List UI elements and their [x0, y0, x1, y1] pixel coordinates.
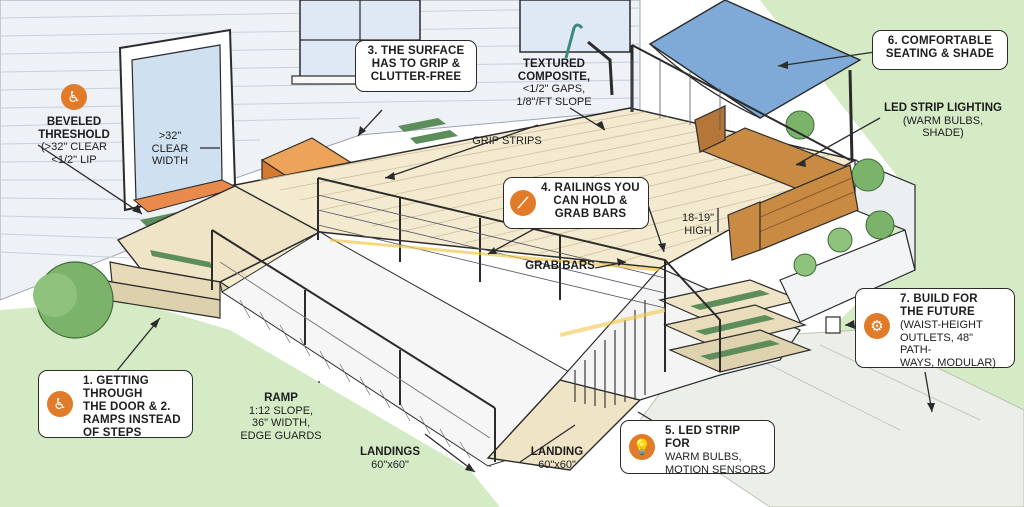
label-grab-bars: GRAB BARS [522, 260, 598, 273]
callout-doorway-ramps: ♿ 1. GETTING THROUGH THE DOOR & 2. RAMPS… [38, 370, 193, 439]
wall-grab-bar [587, 40, 614, 96]
callout-title-line: 5. LED STRIP FOR [665, 425, 741, 450]
callout-surface-grip: 3. THE SURFACE HAS TO GRIP & CLUTTER-FRE… [355, 40, 477, 92]
label-led-strip-lighting: LED STRIP LIGHTING (WARM BULBS, SHADE) [878, 102, 1008, 140]
grip-strip [398, 118, 446, 132]
label-sub-line: <1/2" LIP [51, 153, 97, 166]
cane-icon: ⟋ [510, 190, 536, 216]
label-sub-line: 1:12 SLOPE, [248, 404, 314, 417]
label-line: GRIP STRIPS [472, 135, 542, 147]
label-line: 18-19" [681, 212, 715, 224]
callout-title-line: HAS TO GRIP & [371, 58, 461, 70]
label-line: GRAB BARS [525, 260, 595, 272]
label-title-line: TEXTURED [523, 58, 585, 70]
callout-title-line: CLUTTER-FREE [370, 71, 462, 83]
shade-sail-edge [649, 43, 761, 119]
lattice-pattern [239, 299, 471, 459]
label-landing: LANDING 60"x60" [522, 446, 592, 471]
lawn [0, 300, 500, 507]
outdoor-outlet [825, 316, 841, 334]
label-line: HIGH [684, 224, 712, 237]
label-sub-line: SHADE) [922, 127, 964, 139]
callout-title-line: CAN HOLD & [553, 195, 628, 207]
callout-title-line: 3. THE SURFACE [367, 45, 465, 57]
bench-back [694, 105, 726, 153]
led-strip [329, 238, 661, 272]
shrub [865, 210, 895, 240]
shrub [793, 253, 817, 277]
shrub [785, 110, 815, 140]
callout-title-line: 1. GETTING THROUGH [83, 375, 149, 400]
sidewalk-joint [759, 359, 901, 431]
callout-railings: ⟋ 4. RAILINGS YOU CAN HOLD & GRAB BARS [503, 177, 649, 229]
label-beveled-threshold: ♿ BEVELED THRESHOLD (>32" CLEAR <1/2" LI… [18, 84, 130, 166]
grip-strip [150, 250, 212, 268]
callout-sub-line: MOTION SENSORS [665, 463, 766, 476]
callout-title-line: THE DOOR & 2. [83, 401, 171, 413]
label-line: CLEAR [151, 142, 189, 155]
label-sub-line: <1/2" GAPS, [522, 83, 586, 95]
label-ramp: RAMP 1:12 SLOPE, 36" WIDTH, EDGE GUARDS [240, 392, 322, 442]
callout-title-line: GRAB BARS [554, 208, 627, 220]
callout-seating-shade: 6. COMFORTABLE SEATING & SHADE [872, 30, 1008, 70]
bush [33, 273, 77, 317]
side-bench [727, 201, 761, 261]
wheelchair-icon: ♿ [61, 84, 87, 110]
deck-railing [317, 44, 851, 372]
callout-build-future: ⚙ 7. BUILD FOR THE FUTURE (WAIST-HEIGHT … [855, 288, 1015, 369]
label-landings: LANDINGS 60"x60" [352, 446, 428, 471]
label-title-line: THRESHOLD [38, 128, 110, 141]
label-title-line: RAMP [264, 392, 298, 404]
grip-strip [695, 315, 775, 335]
callout-title-line: 6. COMFORTABLE [887, 35, 993, 47]
callout-sub-line: (WAIST-HEIGHT [900, 319, 983, 331]
callout-title-line: OF STEPS [83, 427, 142, 439]
grip-strip [690, 290, 770, 310]
grip-strip [410, 130, 458, 144]
callout-title-line: RAMPS INSTEAD [83, 414, 181, 426]
label-line: >32" [158, 130, 182, 142]
label-sub-line: (>32" CLEAR [41, 141, 107, 153]
lightbulb-icon: 💡 [629, 434, 655, 460]
leader-arrowheads [132, 61, 935, 472]
callout-title-line: 7. BUILD FOR [900, 293, 978, 305]
label-title-line: LANDING [530, 446, 584, 458]
label-line: WIDTH [151, 155, 189, 167]
callout-sub-line: WARM BULBS, [665, 451, 742, 463]
label-sub-line: 1/8"/FT SLOPE [516, 95, 592, 108]
callout-sub-line: OUTLETS, 48" PATH- [900, 331, 973, 357]
label-title-line: COMPOSITE, [517, 70, 591, 83]
label-textured-composite: TEXTURED COMPOSITE, <1/2" GAPS, 1/8"/FT … [506, 58, 602, 108]
pergola-post [848, 69, 854, 163]
landing-step [109, 261, 221, 301]
label-door-width: >32" CLEAR WIDTH [140, 130, 200, 168]
bench-slats [757, 177, 855, 233]
wall-cane [564, 23, 584, 59]
door-opening [131, 44, 223, 201]
shrub [851, 158, 885, 192]
callout-title-line: THE FUTURE [900, 306, 975, 318]
label-title-line: BEVELED [46, 116, 102, 128]
shrub [827, 227, 853, 253]
callout-led-strip: 💡 5. LED STRIP FOR WARM BULBS, MOTION SE… [620, 420, 775, 476]
led-strip [559, 308, 666, 337]
gear-icon: ⚙ [864, 313, 890, 339]
label-sub-line: EDGE GUARDS [240, 429, 322, 442]
label-sub-line: 60"x60" [371, 458, 409, 471]
wheelchair-icon: ♿ [47, 391, 73, 417]
ramp-railing [211, 229, 496, 462]
label-grip-strips: GRIP STRIPS [462, 135, 552, 148]
label-title-line: LANDINGS [359, 446, 421, 458]
label-sub-line: 36" WIDTH, [251, 417, 311, 429]
label-bench-height: 18-19" HIGH [676, 212, 720, 237]
label-title-line: LED STRIP LIGHTING [884, 102, 1002, 114]
label-sub-line: 60"x60" [538, 458, 576, 471]
callout-title-line: SEATING & SHADE [885, 48, 995, 60]
sidewalk-joint [819, 344, 981, 421]
callout-sub-line: WAYS, MODULAR) [900, 356, 996, 369]
callout-title-line: 4. RAILINGS YOU [541, 182, 640, 194]
label-sub-line: (WARM BULBS, [902, 114, 984, 127]
